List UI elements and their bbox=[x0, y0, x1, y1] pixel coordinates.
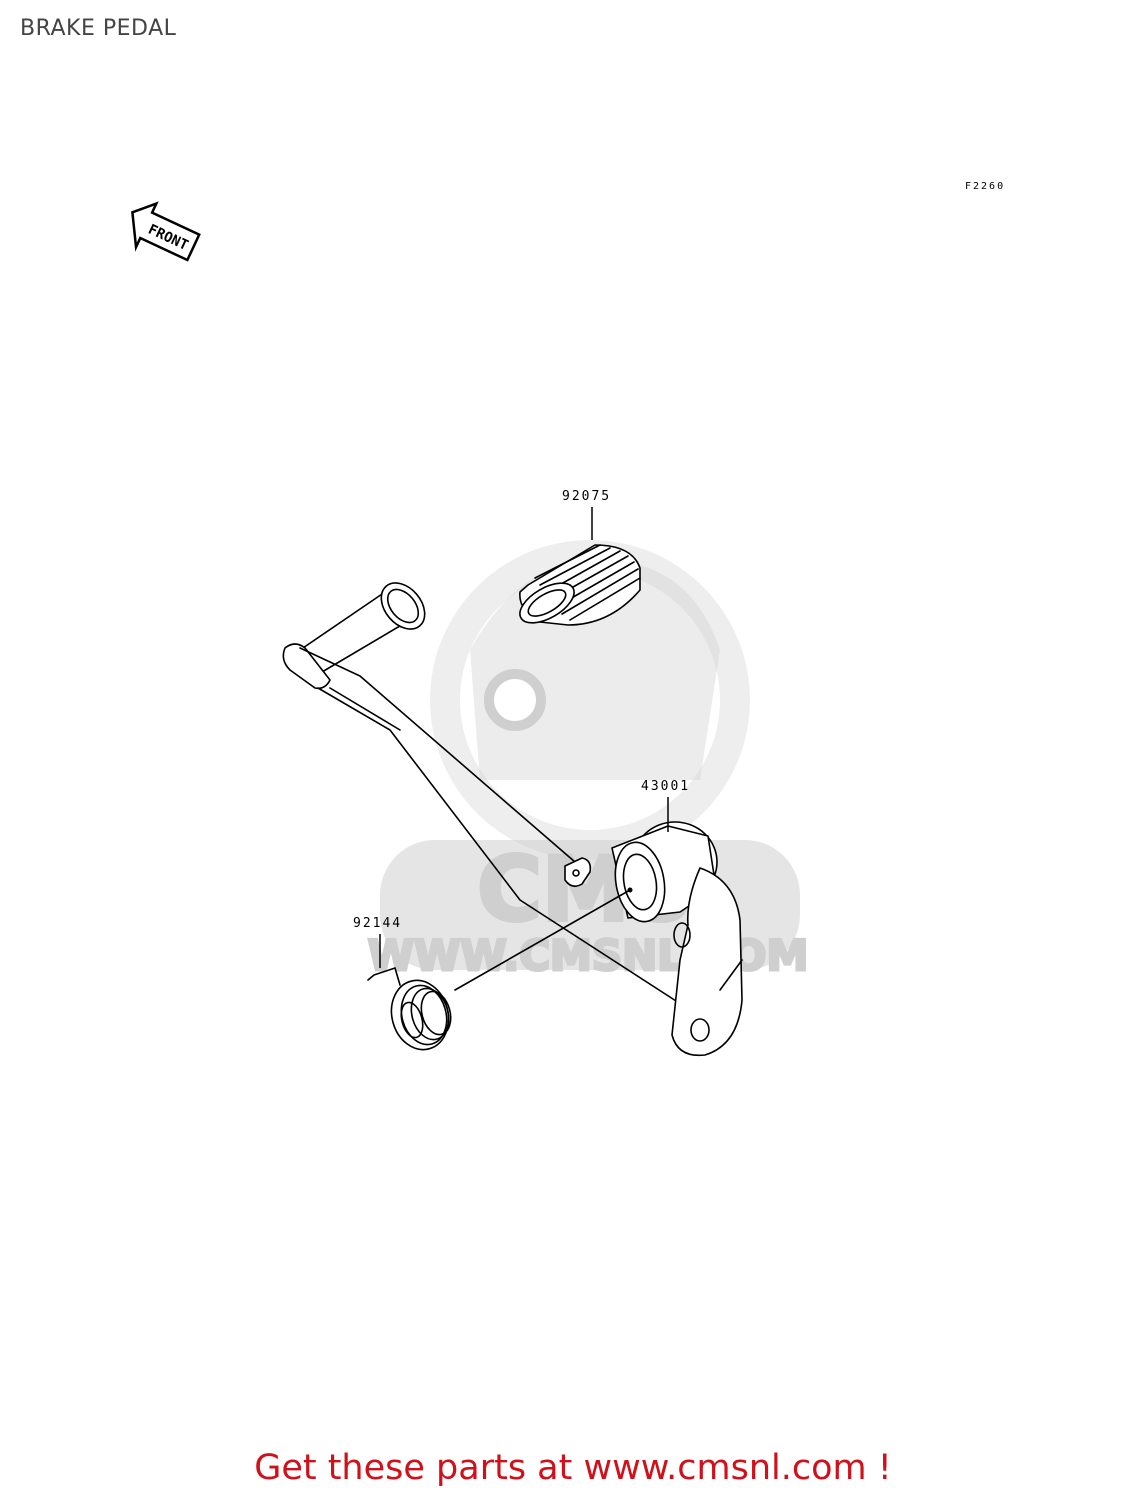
return-spring bbox=[367, 967, 452, 1051]
front-direction-arrow-icon: FRONT bbox=[131, 201, 201, 262]
watermark-url: WWW.CMSNL.COM bbox=[368, 931, 809, 980]
part-number-label[interactable]: 92075 bbox=[562, 489, 611, 504]
diagram-code: F2260 bbox=[965, 181, 1005, 192]
footrest-rubber bbox=[519, 544, 641, 626]
callout-92144[interactable]: 92144 bbox=[353, 916, 402, 968]
part-number-label[interactable]: 43001 bbox=[641, 779, 690, 794]
callout-43001[interactable]: 43001 bbox=[641, 779, 690, 832]
part-number-label[interactable]: 92144 bbox=[353, 916, 402, 931]
callout-92075[interactable]: 92075 bbox=[562, 489, 611, 540]
get-parts-link[interactable]: Get these parts at www.cmsnl.com ! bbox=[254, 1448, 892, 1488]
page-title: BRAKE PEDAL bbox=[20, 16, 177, 41]
brake-pedal-arm bbox=[282, 582, 743, 1057]
